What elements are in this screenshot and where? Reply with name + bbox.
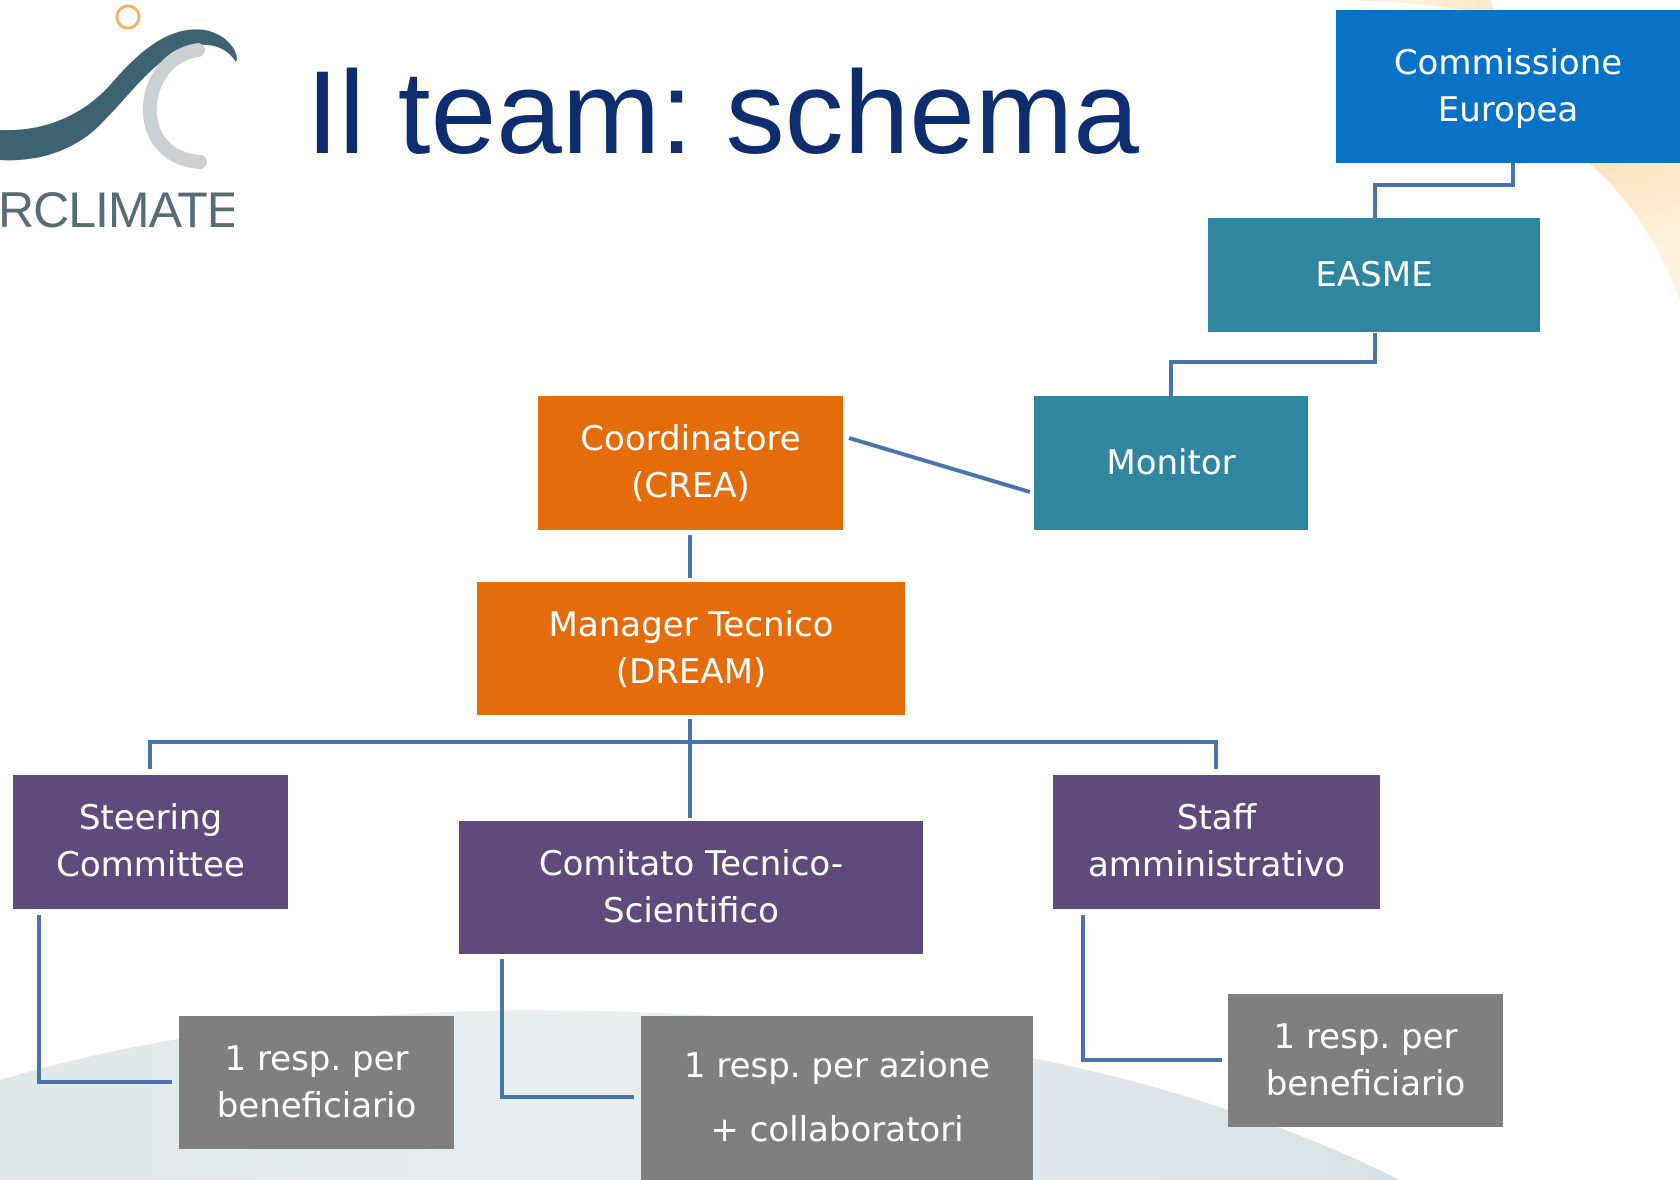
logo-arc-icon [142, 43, 207, 169]
connector-easme-monitor [1169, 333, 1377, 396]
logo-swoosh-icon [0, 29, 237, 161]
node-resp-comitato-line2: + collaboratori [710, 1110, 964, 1150]
node-resp-comitato: 1 resp. per azione + collaboratori [641, 1016, 1033, 1180]
node-monitor: Monitor [1034, 396, 1308, 530]
connector-commissione-easme [1373, 163, 1515, 218]
connector-staff-resp [1081, 915, 1222, 1062]
node-commissione-europea: Commissione Europea [1336, 10, 1680, 163]
node-resp-comitato-line1: 1 resp. per azione [683, 1046, 991, 1086]
node-steering-committee: Steering Committee [13, 775, 288, 909]
slide-title: Il team: schema [306, 47, 1139, 179]
connector-comitato-resp [500, 959, 634, 1099]
connector-manager-branches [148, 740, 1218, 769]
logo-sun-icon [115, 4, 141, 30]
logo-text: RCLIMATE [0, 182, 234, 238]
connector-coordinatore-monitor [848, 436, 1031, 494]
node-staff-amministrativo: Staff amministrativo [1053, 775, 1380, 909]
node-manager-tecnico: Manager Tecnico (DREAM) [477, 582, 905, 715]
logo [0, 4, 237, 169]
node-comitato-tecnico: Comitato Tecnico- Scientifico [459, 821, 923, 954]
node-resp-steering: 1 resp. per beneficiario [179, 1016, 454, 1149]
node-resp-staff: 1 resp. per beneficiario [1228, 994, 1503, 1127]
connector-steering-resp [37, 915, 172, 1084]
node-coordinatore: Coordinatore (CREA) [538, 396, 843, 530]
node-easme: EASME [1208, 218, 1540, 332]
